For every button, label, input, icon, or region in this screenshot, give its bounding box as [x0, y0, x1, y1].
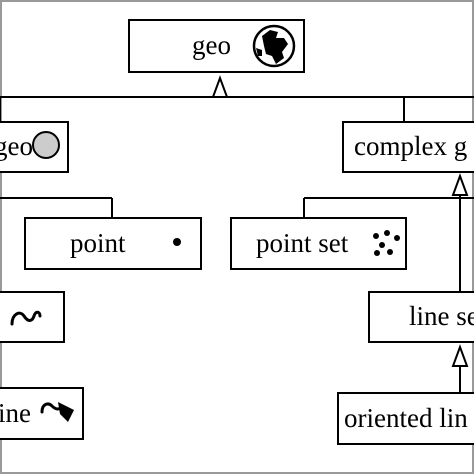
- node-point-set-box: [230, 217, 407, 270]
- node-oriented-line[interactable]: ine: [0, 387, 84, 440]
- node-oriented-line-set-box: [337, 392, 474, 445]
- node-oriented-line-set[interactable]: oriented lin: [337, 392, 474, 445]
- arrowhead-geo: [211, 75, 229, 98]
- node-complex-geo-box: [342, 121, 474, 173]
- dot-icon: [173, 238, 181, 246]
- curve-icon: [10, 310, 42, 326]
- node-point-label: point: [70, 228, 126, 258]
- globe-icon: [252, 24, 296, 68]
- node-simple-geo-label: geo: [0, 131, 33, 161]
- oriented-curve-icon: [40, 402, 74, 422]
- node-complex-geo[interactable]: complex g: [342, 121, 474, 173]
- node-line-set-box: [368, 291, 474, 343]
- node-line-set-label: line se: [409, 301, 474, 331]
- node-simple-geo[interactable]: geo: [0, 121, 69, 173]
- node-oriented-line-set-label: oriented lin: [344, 403, 468, 433]
- node-point-set-label: point set: [256, 228, 349, 258]
- node-point[interactable]: point: [24, 217, 202, 270]
- node-geo[interactable]: geo: [128, 19, 305, 73]
- dots-icon: [373, 230, 400, 256]
- circle-icon: [32, 131, 60, 159]
- node-line-set[interactable]: line se: [368, 291, 474, 343]
- arrowhead-line-set: [451, 344, 469, 367]
- node-point-set[interactable]: point set: [230, 217, 407, 270]
- node-line[interactable]: [0, 291, 65, 343]
- node-complex-geo-label: complex g: [354, 131, 467, 161]
- node-oriented-line-label: ine: [0, 398, 31, 428]
- node-point-box: [24, 217, 202, 270]
- node-geo-label: geo: [192, 30, 231, 60]
- connectors: [0, 96, 474, 393]
- arrowhead-complex-geo: [451, 173, 469, 196]
